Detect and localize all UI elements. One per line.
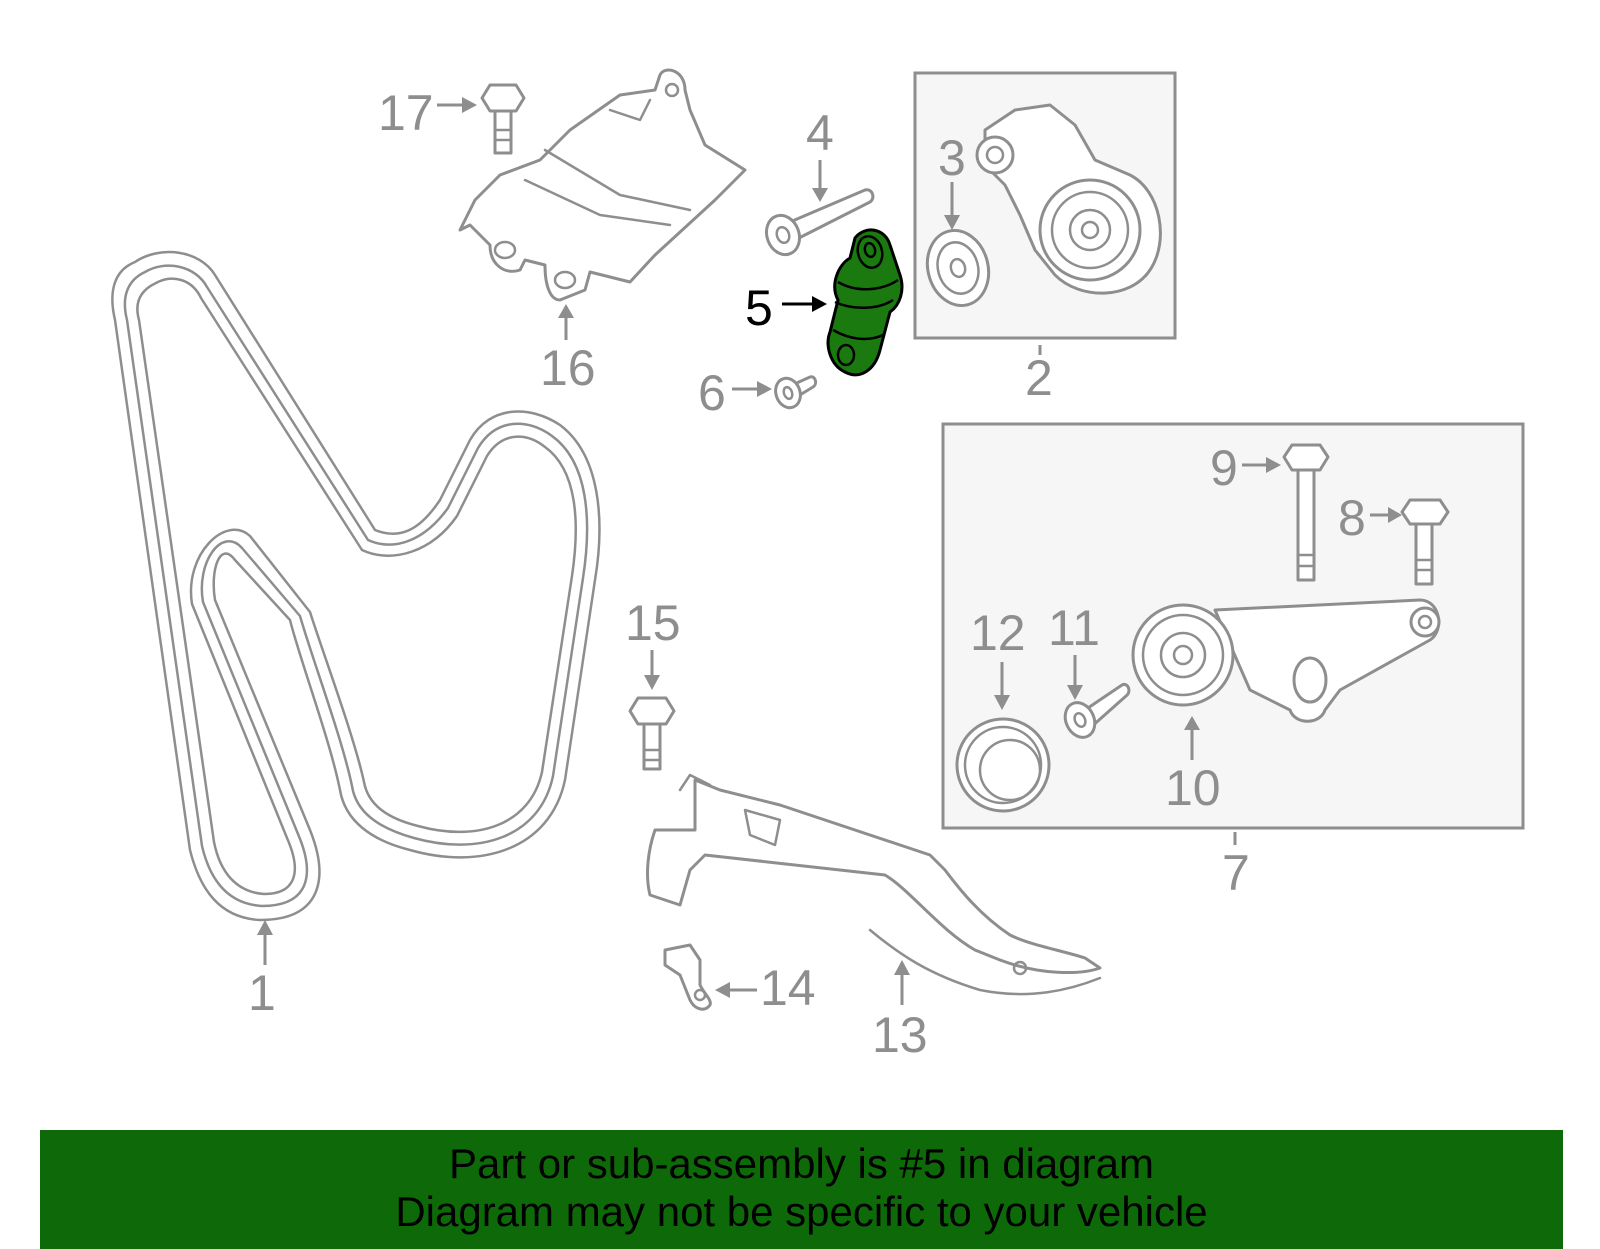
part-10-idler-pulley[interactable] bbox=[1131, 598, 1441, 723]
callout-7: 7 bbox=[1222, 832, 1250, 901]
part-5-tensioner-damper[interactable] bbox=[826, 228, 904, 377]
callout-4: 4 bbox=[806, 105, 834, 202]
part-3-dust-cap[interactable] bbox=[919, 224, 997, 313]
part-16-upper-bracket[interactable] bbox=[458, 68, 747, 302]
callout-10-label: 10 bbox=[1165, 760, 1221, 816]
callout-14: 14 bbox=[715, 960, 816, 1016]
callout-6-label: 6 bbox=[698, 365, 726, 421]
part-2-tensioner-assembly[interactable] bbox=[975, 103, 1162, 295]
callout-13-label: 13 bbox=[872, 1007, 928, 1063]
callout-16: 16 bbox=[540, 304, 596, 396]
callout-8-label: 8 bbox=[1338, 490, 1366, 546]
part-8-bolt[interactable] bbox=[1400, 498, 1450, 586]
part-6-bolt[interactable] bbox=[772, 375, 818, 411]
callout-6: 6 bbox=[698, 365, 772, 421]
callout-9: 9 bbox=[1210, 440, 1281, 496]
callout-2: 2 bbox=[1025, 345, 1053, 406]
part-12-dust-cap[interactable] bbox=[955, 717, 1051, 813]
part-1-serpentine-belt[interactable] bbox=[111, 250, 601, 922]
part-14-bracket[interactable] bbox=[663, 943, 712, 1011]
callout-1-label: 1 bbox=[248, 965, 276, 1021]
callout-4-label: 4 bbox=[806, 105, 834, 161]
callout-3-label: 3 bbox=[938, 130, 966, 186]
callout-8: 8 bbox=[1338, 490, 1402, 546]
callout-10: 10 bbox=[1165, 716, 1221, 816]
callout-13: 13 bbox=[872, 960, 928, 1063]
callout-12-label: 12 bbox=[970, 605, 1026, 661]
part-17-bolt[interactable] bbox=[480, 83, 526, 155]
part-13-belt-guard[interactable] bbox=[646, 773, 1102, 996]
callout-5-label: 5 bbox=[745, 280, 773, 336]
part-11-bolt[interactable] bbox=[1060, 682, 1131, 742]
callout-11-label: 11 bbox=[1048, 600, 1100, 656]
callout-3: 3 bbox=[938, 130, 966, 230]
callout-17-label: 17 bbox=[378, 85, 434, 141]
callout-1: 1 bbox=[248, 920, 276, 1021]
callout-17: 17 bbox=[378, 85, 477, 141]
part-4-bolt[interactable] bbox=[761, 188, 875, 260]
callout-9-label: 9 bbox=[1210, 440, 1238, 496]
callout-16-label: 16 bbox=[540, 340, 596, 396]
callout-15-label: 15 bbox=[625, 595, 681, 651]
callout-12: 12 bbox=[970, 605, 1026, 710]
part-15-bolt[interactable] bbox=[628, 696, 676, 771]
callout-11: 11 bbox=[1048, 600, 1100, 700]
callout-7-label: 7 bbox=[1222, 845, 1250, 901]
part-9-bolt[interactable] bbox=[1282, 443, 1330, 582]
banner-line-1: Part or sub-assembly is #5 in diagram bbox=[449, 1140, 1154, 1187]
callout-5: 5 bbox=[745, 280, 827, 336]
callout-2-label: 2 bbox=[1025, 350, 1053, 406]
info-banner: Part or sub-assembly is #5 in diagram Di… bbox=[40, 1130, 1563, 1249]
callout-14-label: 14 bbox=[760, 960, 816, 1016]
banner-line-2: Diagram may not be specific to your vehi… bbox=[395, 1188, 1208, 1235]
callout-15: 15 bbox=[625, 595, 681, 690]
